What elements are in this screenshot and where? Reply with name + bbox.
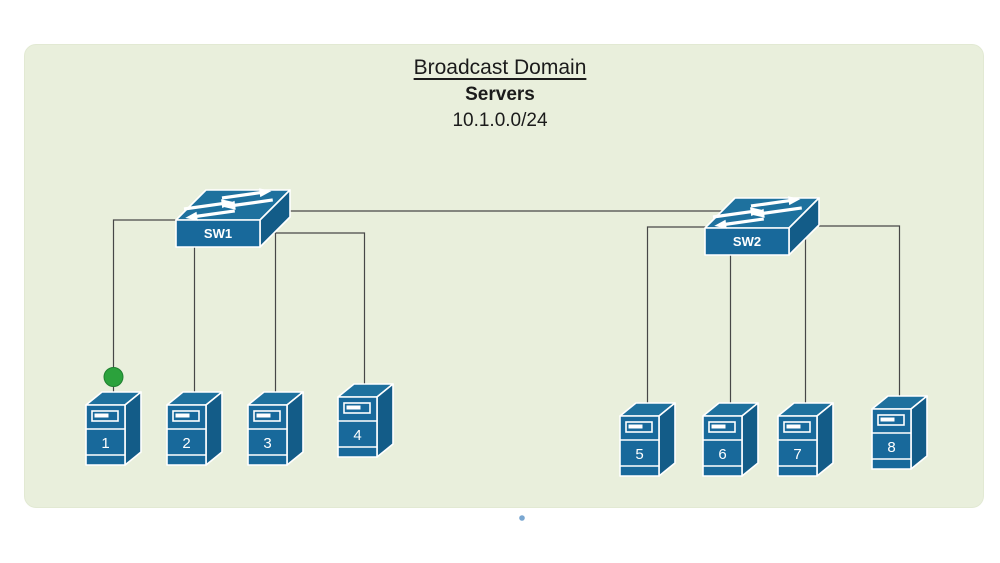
server-icon (85, 391, 142, 466)
server-label: 7 (793, 446, 801, 463)
server-8[interactable]: 8 (871, 395, 928, 470)
title-heading: Broadcast Domain (413, 56, 587, 79)
server-label: 6 (718, 446, 726, 463)
server-label: 4 (353, 427, 361, 444)
server-6[interactable]: 6 (702, 402, 759, 477)
switch-label: SW2 (733, 234, 761, 249)
server-label: 8 (887, 439, 895, 456)
server-label: 2 (182, 435, 190, 452)
switch-icon (705, 195, 819, 255)
switch-sw1[interactable]: SW1 (176, 187, 290, 247)
link-sw1-server1 (112, 219, 176, 397)
canvas-dot (519, 515, 525, 521)
switch-icon (176, 187, 290, 247)
connection-lines (112, 210, 901, 408)
server-2[interactable]: 2 (166, 391, 223, 466)
server-label: 1 (101, 435, 109, 452)
server-4[interactable]: 4 (337, 383, 394, 458)
server-5[interactable]: 5 (619, 402, 676, 477)
server-icon (166, 391, 223, 466)
server-icon (702, 402, 759, 477)
link-sw2-server5 (646, 226, 706, 408)
diagram-title: Broadcast Domain Servers 10.1.0.0/24 (0, 54, 1000, 134)
link-sw2-server8 (819, 225, 901, 401)
switch-label: SW1 (204, 226, 232, 241)
server-icon (871, 395, 928, 470)
title-subheading: Servers (465, 84, 535, 105)
server-icon (247, 391, 304, 466)
link-sw1-server4 (274, 232, 366, 389)
title-subnet: 10.1.0.0/24 (452, 110, 548, 131)
server-label: 5 (635, 446, 643, 463)
server-icon (777, 402, 834, 477)
server-7[interactable]: 7 (777, 402, 834, 477)
switch-sw2[interactable]: SW2 (705, 195, 819, 255)
server-3[interactable]: 3 (247, 391, 304, 466)
green-status-dot (103, 367, 124, 387)
server-1[interactable]: 1 (85, 391, 142, 466)
server-icon (619, 402, 676, 477)
server-label: 3 (263, 435, 271, 452)
server-icon (337, 383, 394, 458)
